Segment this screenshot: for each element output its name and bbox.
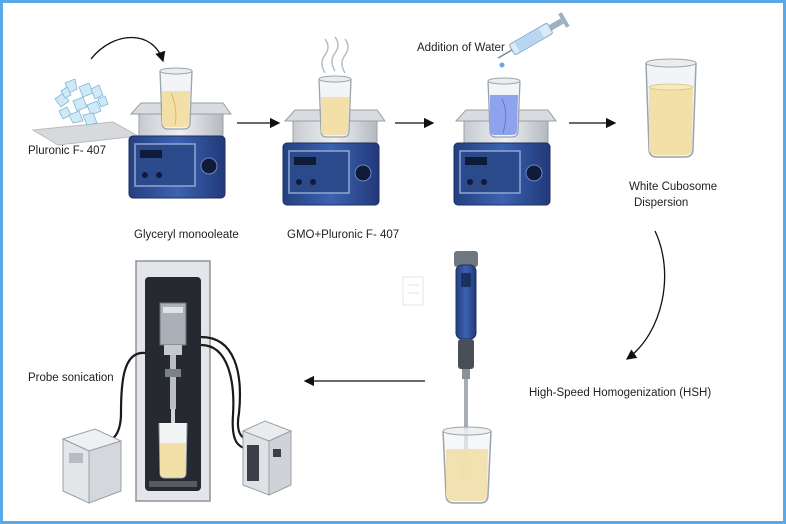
beaker-homogenizer-icon [442, 426, 492, 504]
label-dispersion: Dispersion [634, 197, 689, 209]
label-white-cubosome: White Cubosome [629, 181, 718, 193]
label-pluronic: Pluronic F- 407 [28, 145, 106, 157]
beaker-dispersion-icon [645, 58, 697, 158]
curved-arrow-down-icon [625, 230, 666, 360]
magnetic-stirrer-3-icon [453, 109, 557, 206]
heat-waves-icon [321, 36, 349, 74]
beaker-water-icon [487, 77, 521, 138]
chiller-unit-icon [241, 420, 293, 496]
curved-arrow-icon [90, 37, 166, 63]
watermark-icon [402, 276, 424, 306]
magnetic-stirrer-2-icon [282, 109, 386, 206]
label-addition-of-water: Addition of Water [417, 42, 505, 54]
beaker-gmo-pluronic-icon [318, 75, 352, 138]
magnetic-stirrer-1-icon [128, 102, 232, 199]
syringe-icon [497, 12, 570, 68]
process-diagram [31, 12, 697, 504]
beaker-glyceryl-icon [159, 67, 193, 130]
sonicator-generator-icon [61, 428, 123, 504]
pluronic-crystals-icon [31, 78, 140, 146]
sonicator-cabinet-icon [135, 260, 211, 502]
homogenizer-icon [454, 251, 478, 480]
label-gmo-pluronic: GMO+Pluronic F- 407 [287, 229, 400, 241]
label-glyceryl-monooleate: Glyceryl monooleate [134, 229, 239, 241]
label-hsh: High-Speed Homogenization (HSH) [529, 387, 712, 399]
label-probe-sonication: Probe sonication [28, 372, 114, 384]
